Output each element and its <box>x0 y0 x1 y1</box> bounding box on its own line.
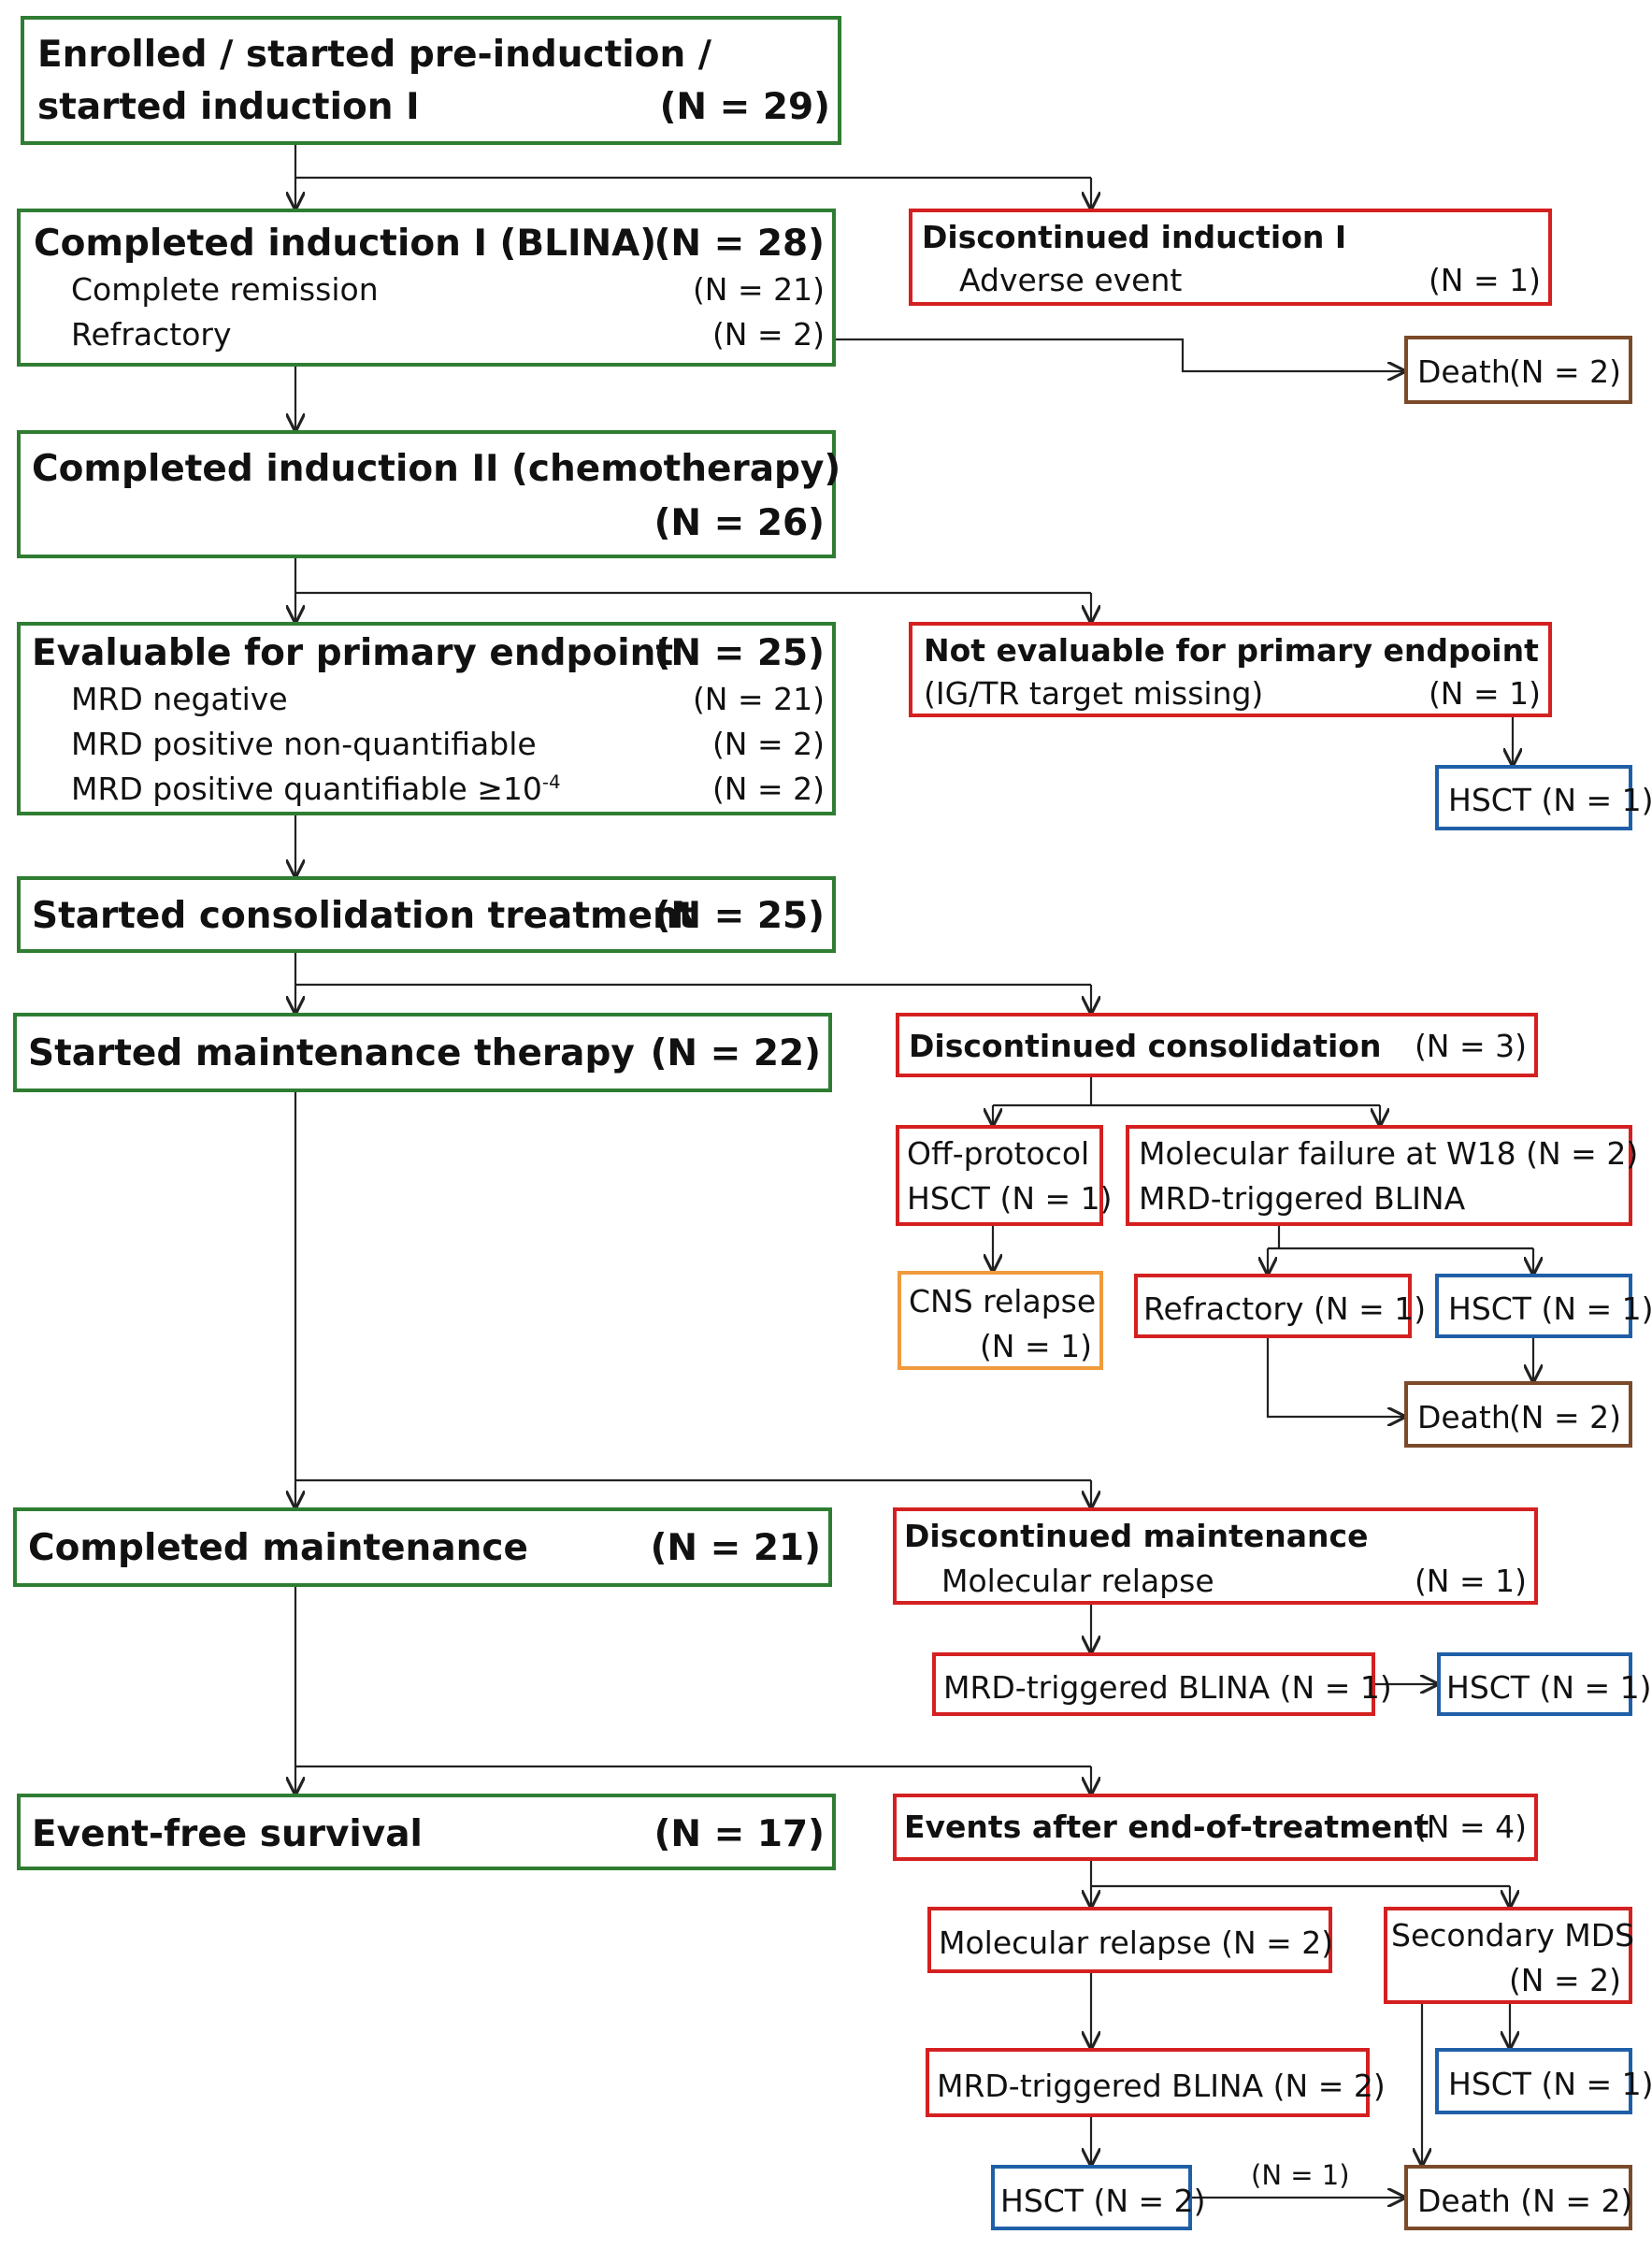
mrd-blina2-label: MRD-triggered BLINA (N = 2) <box>937 2068 1386 2104</box>
evaluable-r3-n: (N = 2) <box>711 771 825 807</box>
off-protocol-line2: HSCT (N = 1) <box>907 1180 1113 1217</box>
box-maintenance-start: Started maintenance therapy (N = 22) <box>13 1013 832 1092</box>
box-disc-induction1: Discontinued induction I Adverse event (… <box>909 209 1552 306</box>
box-disc-consolidation: Discontinued consolidation (N = 3) <box>896 1013 1538 1077</box>
disc-maintenance-title: Discontinued maintenance <box>904 1518 1369 1554</box>
hsct5-label: HSCT (N = 2) <box>1000 2183 1206 2219</box>
maintenance-start-n: (N = 22) <box>650 1032 821 1074</box>
evaluable-r1-n: (N = 21) <box>692 681 825 717</box>
disc-induction1-r1-label: Adverse event <box>959 262 1183 298</box>
disc-consolidation-n: (N = 3) <box>1414 1028 1527 1064</box>
induction2-title: Completed induction II (chemotherapy) <box>32 448 841 490</box>
box-cns-relapse: CNS relapse (N = 1) <box>898 1271 1103 1370</box>
box-refractory: Refractory (N = 1) <box>1134 1274 1426 1338</box>
induction1-r2-label: Refractory <box>71 316 232 353</box>
secondary-mds-line2: (N = 2) <box>1508 1962 1621 1998</box>
secondary-mds-line1: Secondary MDS <box>1391 1917 1635 1953</box>
cns-relapse-line1: CNS relapse <box>909 1283 1097 1319</box>
events-after-title: Events after end-of-treatment <box>904 1809 1429 1845</box>
hsct4-label: HSCT (N = 1) <box>1448 2066 1652 2102</box>
refractory-label: Refractory (N = 1) <box>1143 1290 1427 1327</box>
box-hsct5: HSCT (N = 2) <box>991 2165 1206 2230</box>
efs-n: (N = 17) <box>654 1813 825 1855</box>
off-protocol-line1: Off-protocol <box>907 1135 1090 1172</box>
box-evaluable: Evaluable for primary endpoint (N = 25) … <box>17 622 836 815</box>
box-hsct1: HSCT (N = 1) <box>1435 765 1652 830</box>
cns-relapse-line2: (N = 1) <box>979 1328 1092 1364</box>
box-mol-relapse2: Molecular relapse (N = 2) <box>927 1907 1334 1973</box>
molecular-failure-line2: MRD-triggered BLINA <box>1139 1180 1466 1217</box>
maintenance-done-title: Completed maintenance <box>28 1527 528 1569</box>
box-consolidation: Started consolidation treatment (N = 25) <box>17 876 836 953</box>
evaluable-r1-label: MRD negative <box>71 681 288 717</box>
events-after-n: (N = 4) <box>1414 1809 1527 1845</box>
mrd-blina1-label: MRD-triggered BLINA (N = 1) <box>943 1669 1392 1706</box>
not-evaluable-r1-n: (N = 1) <box>1428 675 1541 712</box>
evaluable-r3: MRD positive quantifiable ≥10-4 <box>71 773 561 804</box>
molecular-failure-line1: Molecular failure at W18 (N = 2) <box>1139 1135 1639 1172</box>
box-not-evaluable: Not evaluable for primary endpoint (IG/T… <box>909 622 1552 717</box>
maintenance-done-n: (N = 21) <box>650 1527 821 1569</box>
box-enrolled: Enrolled / started pre-induction / start… <box>21 16 841 145</box>
death2-label: Death <box>1417 1399 1511 1435</box>
disc-consolidation-title: Discontinued consolidation <box>909 1028 1382 1064</box>
maintenance-start-title: Started maintenance therapy <box>28 1032 635 1074</box>
disc-maintenance-r1-n: (N = 1) <box>1414 1563 1527 1599</box>
consolidation-title: Started consolidation treatment <box>32 895 697 937</box>
evaluable-r2-n: (N = 2) <box>711 726 825 762</box>
box-efs: Event-free survival (N = 17) <box>17 1794 836 1870</box>
induction1-r1-label: Complete remission <box>71 271 379 308</box>
box-mrd-blina1: MRD-triggered BLINA (N = 1) <box>932 1652 1392 1716</box>
box-hsct3: HSCT (N = 1) <box>1437 1652 1652 1716</box>
induction1-n: (N = 28) <box>654 223 825 265</box>
evaluable-n: (N = 25) <box>654 632 825 674</box>
disc-induction1-r1-n: (N = 1) <box>1428 262 1541 298</box>
evaluable-r2-label: MRD positive non-quantifiable <box>71 726 537 762</box>
evaluable-r3-label: MRD positive quantifiable ≥10 <box>71 771 542 807</box>
edge-refractory-death2 <box>1266 1338 1404 1417</box>
box-induction2: Completed induction II (chemotherapy) (N… <box>17 430 840 558</box>
evaluable-title: Evaluable for primary endpoint <box>32 632 674 674</box>
box-hsct4: HSCT (N = 1) <box>1435 2048 1652 2114</box>
box-off-protocol: Off-protocol HSCT (N = 1) <box>896 1125 1113 1226</box>
hsct2-label: HSCT (N = 1) <box>1448 1290 1652 1327</box>
box-death1: Death (N = 2) <box>1404 336 1632 404</box>
box-death3: Death (N = 2) <box>1404 2165 1632 2230</box>
edge-refractory-death <box>830 338 1404 371</box>
box-disc-maintenance: Discontinued maintenance Molecular relap… <box>893 1507 1538 1605</box>
efs-title: Event-free survival <box>32 1813 423 1855</box>
box-molecular-failure: Molecular failure at W18 (N = 2) MRD-tri… <box>1126 1125 1638 1226</box>
box-induction1: Completed induction I (BLINA) (N = 28) C… <box>17 209 836 367</box>
disc-maintenance-r1-label: Molecular relapse <box>941 1563 1214 1599</box>
enrolled-n: (N = 29) <box>659 86 830 128</box>
evaluable-r3-exponent: -4 <box>541 771 561 793</box>
edge-label-hsct-death: (N = 1) <box>1251 2159 1350 2191</box>
box-hsct2: HSCT (N = 1) <box>1435 1274 1652 1338</box>
box-mrd-blina2: MRD-triggered BLINA (N = 2) <box>926 2048 1386 2117</box>
box-death2: Death (N = 2) <box>1404 1381 1632 1448</box>
death1-n: (N = 2) <box>1508 353 1621 390</box>
induction1-r2-n: (N = 2) <box>711 316 825 353</box>
enrolled-line2: started induction I <box>37 86 420 128</box>
induction2-n: (N = 26) <box>654 502 825 544</box>
death1-label: Death <box>1417 353 1511 390</box>
hsct1-label: HSCT (N = 1) <box>1448 782 1652 818</box>
not-evaluable-r1-label: (IG/TR target missing) <box>924 675 1264 712</box>
box-maintenance-done: Completed maintenance (N = 21) <box>13 1507 832 1587</box>
hsct3-label: HSCT (N = 1) <box>1446 1669 1652 1706</box>
box-secondary-mds: Secondary MDS (N = 2) <box>1384 1907 1635 2004</box>
induction1-r1-n: (N = 21) <box>692 271 825 308</box>
box-events-after: Events after end-of-treatment (N = 4) <box>893 1794 1538 1861</box>
death2-n: (N = 2) <box>1508 1399 1621 1435</box>
disc-induction1-title: Discontinued induction I <box>922 219 1347 255</box>
mol-relapse2-label: Molecular relapse (N = 2) <box>939 1925 1334 1961</box>
consolidation-n: (N = 25) <box>654 895 825 937</box>
death3-label: Death (N = 2) <box>1417 2183 1633 2219</box>
induction1-title: Completed induction I (BLINA) <box>34 223 657 265</box>
not-evaluable-title: Not evaluable for primary endpoint <box>924 632 1539 669</box>
enrolled-line1: Enrolled / started pre-induction / <box>37 34 712 76</box>
